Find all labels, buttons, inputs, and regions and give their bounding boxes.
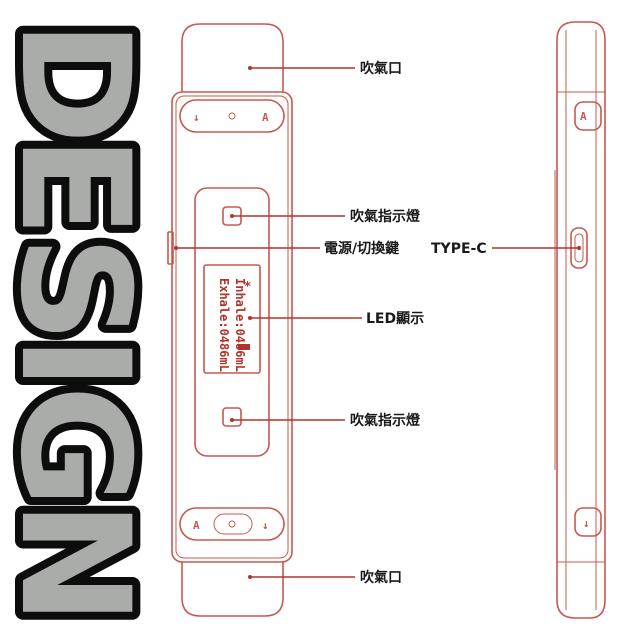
banner-letter-g: G: [0, 385, 161, 508]
bottom-right-arrow-icon[interactable]: ↓: [262, 519, 269, 532]
banner-letter-n: N: [0, 500, 161, 626]
label-mouthpiece-top: 吹氣口: [360, 60, 402, 77]
leader-dot-led-display: [248, 316, 252, 320]
bottom-left-a-icon[interactable]: A: [193, 519, 200, 532]
leader-dot-indicator-bottom: [230, 418, 234, 422]
side-bottom-button[interactable]: [574, 507, 602, 537]
device-body: [171, 91, 293, 563]
leader-dot-indicator-top: [230, 214, 234, 218]
lcd-line-exhale: Exhale:0486mL: [217, 278, 231, 372]
device-body-inner: [175, 95, 289, 559]
device-side-view: A ↓: [554, 21, 606, 619]
label-indicator-top: 吹氣指示燈: [350, 208, 421, 225]
side-bottom-arrow-icon: ↓: [583, 517, 590, 530]
callout-labels: 吹氣口 吹氣指示燈 電源/切換鍵 TYPE-C LED顯示 吹氣指示燈 吹氣口: [324, 60, 487, 586]
device-front-view: ↓ A A ↓ Exhale:0486mL Inhale:0486mL *: [167, 23, 293, 617]
banner-letter-i: I: [0, 335, 161, 391]
top-left-arrow-icon[interactable]: ↓: [193, 111, 200, 124]
label-led-display: LED顯示: [366, 311, 424, 327]
bottom-button-bar[interactable]: [179, 507, 285, 541]
lcd-display: [203, 264, 261, 374]
mouthpiece-bottom: [181, 562, 284, 617]
banner-letter-e: E: [0, 135, 161, 237]
side-top-button[interactable]: [574, 101, 602, 131]
label-indicator-bottom: 吹氣指示燈: [350, 412, 421, 429]
bottom-center-dot-icon: [228, 520, 236, 528]
banner-letter-d: D: [0, 20, 161, 145]
side-outline-outer: [556, 21, 606, 619]
leader-lines: [174, 66, 581, 579]
lcd-symbol: *: [244, 279, 251, 293]
screen-window: [194, 187, 270, 457]
label-type-c: TYPE-C: [431, 241, 487, 257]
side-top-a-icon: A: [580, 110, 587, 123]
leader-dot-power-key: [174, 246, 178, 250]
leader-dot-mouthpiece-bottom: [248, 575, 252, 579]
indicator-light-bottom: [222, 407, 242, 427]
leader-dot-mouthpiece-top: [248, 66, 252, 70]
label-power-key: 電源/切換鍵: [324, 240, 399, 257]
power-key[interactable]: [167, 231, 174, 265]
bottom-center-slider[interactable]: [213, 513, 253, 535]
top-center-dot-icon: [228, 112, 236, 120]
lcd-text-group: Exhale:0486mL Inhale:0486mL: [217, 278, 247, 372]
label-mouthpiece-bottom: 吹氣口: [360, 569, 402, 586]
banner-letter-s: S: [0, 235, 161, 343]
leader-dot-type-c: [577, 246, 581, 250]
mouthpiece-top: [181, 23, 284, 92]
top-button-bar[interactable]: [179, 99, 285, 133]
top-right-a-icon[interactable]: A: [262, 111, 269, 124]
design-banner: D E S I G N: [0, 12, 169, 634]
battery-icon: [238, 344, 250, 350]
